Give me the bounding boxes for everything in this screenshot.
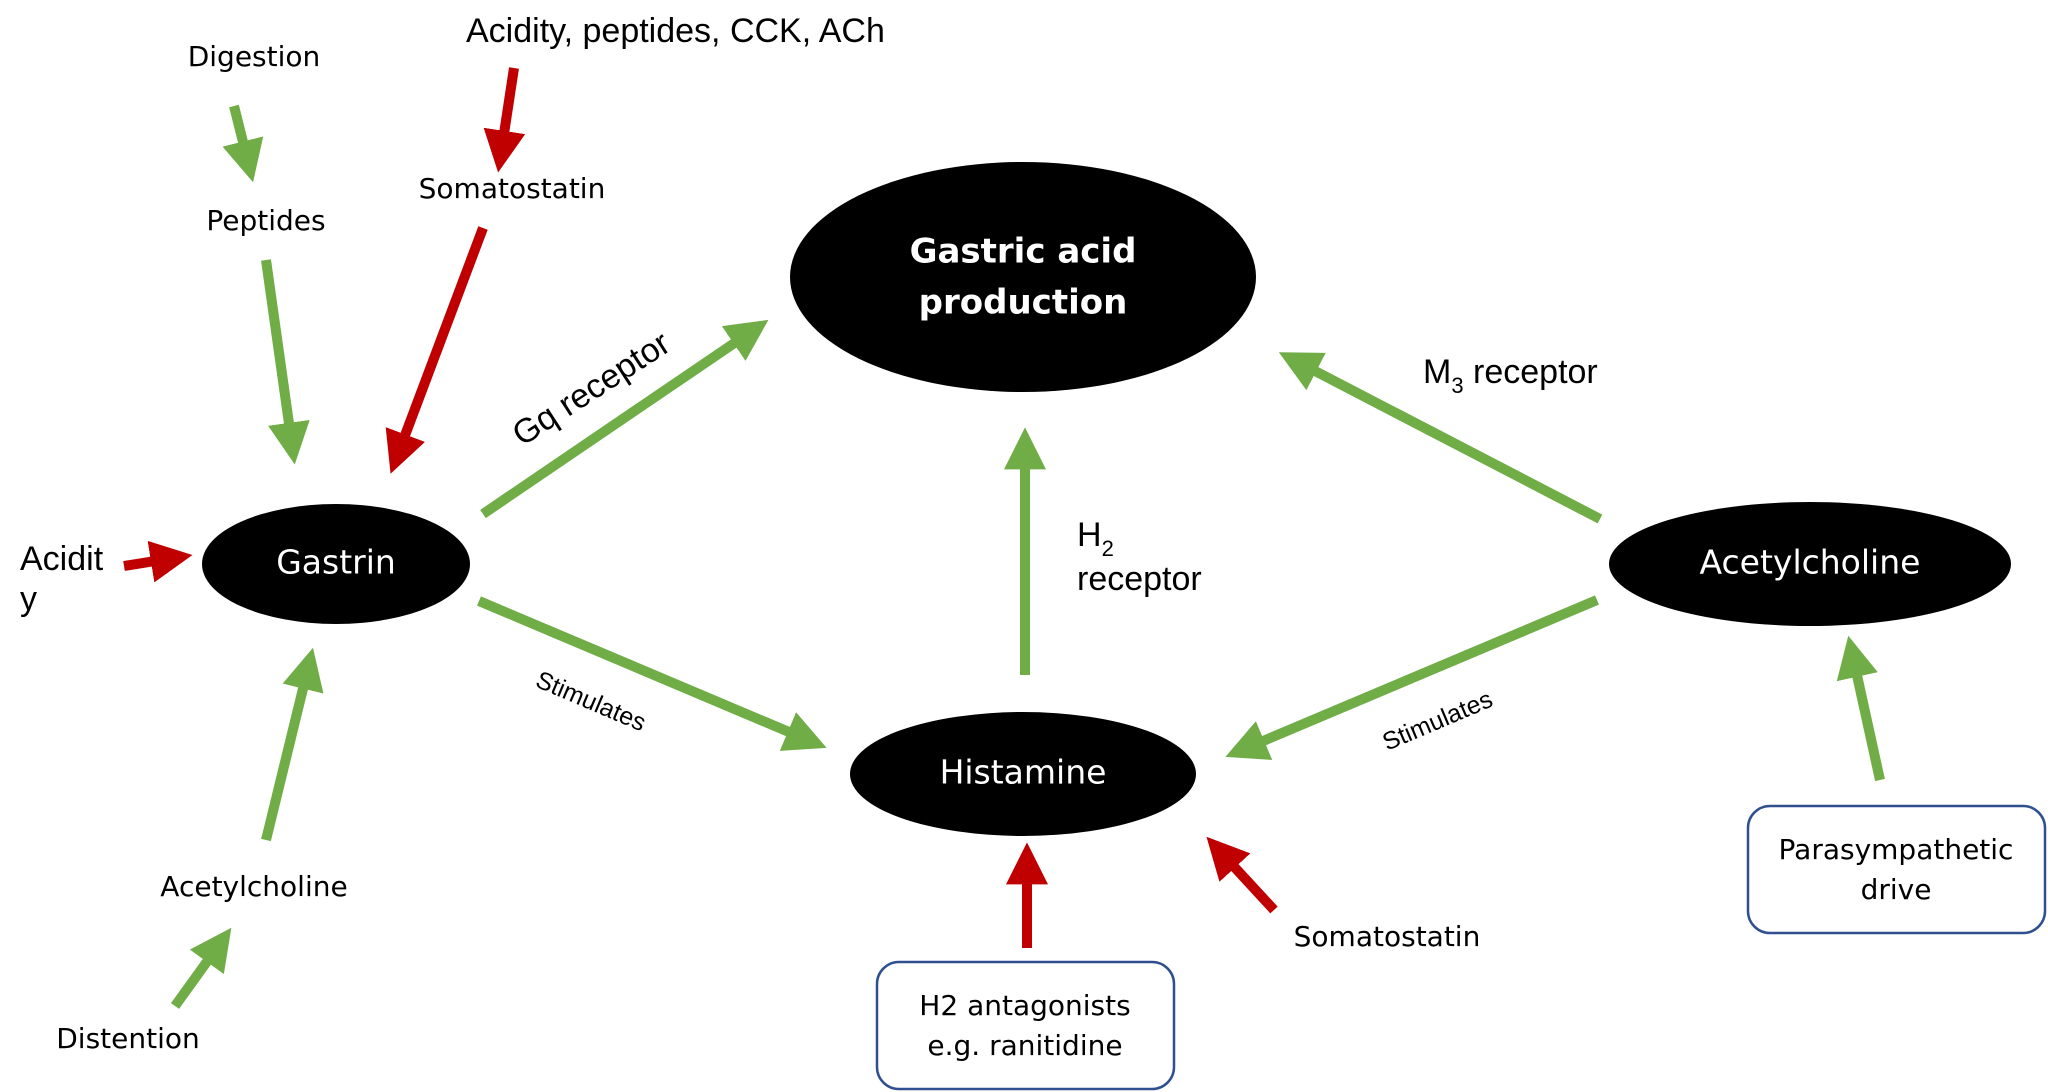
m3-sub: 3 (1451, 373, 1463, 398)
gastrin-node: Gastrin (202, 504, 470, 624)
acidity-label-line1: Acidit (20, 540, 104, 578)
gastric-acid-label-line1: Gastric acid (910, 232, 1137, 272)
h2-receptor-label-line1: H2 (1077, 516, 1114, 561)
digestion-label: Digestion (188, 40, 321, 73)
histamine-label: Histamine (940, 753, 1107, 792)
arrow-acetylcholine-to-histamine (1225, 595, 1599, 760)
arrow-acetylcholine-to-gastric-acid (1278, 352, 1603, 524)
somatostatin-bottom-label: Somatostatin (1294, 920, 1481, 953)
arrow-peptides-to-gastrin (261, 259, 310, 465)
stimulates-left-label: Stimulates (532, 666, 650, 737)
arrow-somatostatin-to-histamine (1206, 836, 1278, 914)
distention-label: Distention (56, 1022, 200, 1055)
gastric-acid-node: Gastric acid production (790, 162, 1256, 392)
parasympathetic-line1: Parasympathetic (1779, 833, 2014, 866)
h2-main: H (1077, 516, 1102, 554)
parasympathetic-drive-box: Parasympathetic drive (1746, 804, 2047, 935)
arrow-parasympathetic-to-acetylcholine (1836, 635, 1885, 782)
h2-antagonists-line2: e.g. ranitidine (927, 1029, 1122, 1062)
arrow-distention-to-ach (170, 927, 232, 1009)
inhibitory-arrows (123, 67, 1278, 948)
arrow-gastrin-to-histamine (477, 596, 827, 751)
arrow-somatostatin-to-gastrin (385, 226, 488, 474)
m3-receptor-rest: receptor (1464, 353, 1598, 391)
acetylcholine-node: Acetylcholine (1609, 502, 2011, 626)
histamine-node: Histamine (850, 712, 1196, 836)
arrow-gastrin-to-gastric-acid (480, 319, 769, 519)
m3-main: M (1423, 353, 1451, 391)
h2-antagonists-line1: H2 antagonists (919, 989, 1130, 1022)
gastric-acid-label-line2: production (919, 283, 1128, 323)
m3-receptor-label: M3 receptor (1423, 353, 1598, 398)
acidity-peptides-cck-ach-label: Acidity, peptides, CCK, ACh (466, 12, 885, 50)
gastrin-label: Gastrin (276, 543, 396, 582)
arrow-acidity-to-gastrin (123, 540, 193, 583)
acetylcholine-label: Acetylcholine (1700, 543, 1921, 582)
gq-receptor-label: Gq receptor (506, 324, 677, 454)
arrow-acidity-list-to-somatostatin (483, 67, 526, 173)
arrow-ach-left-to-gastrin (261, 647, 324, 842)
arrow-digestion-to-peptides (222, 104, 264, 183)
h2-antagonists-box: H2 antagonists e.g. ranitidine (875, 960, 1176, 1091)
acidity-label-line2: y (20, 580, 37, 618)
stimulatory-arrows (170, 104, 1885, 1009)
somatostatin-top-label: Somatostatin (419, 172, 606, 205)
h2-receptor-label-line2: receptor (1077, 560, 1202, 598)
acetylcholine-left-label: Acetylcholine (160, 870, 347, 903)
stimulates-right-label: Stimulates (1378, 685, 1496, 756)
parasympathetic-line2: drive (1861, 873, 1932, 906)
peptides-label: Peptides (206, 204, 325, 237)
h2-sub: 2 (1102, 536, 1114, 561)
